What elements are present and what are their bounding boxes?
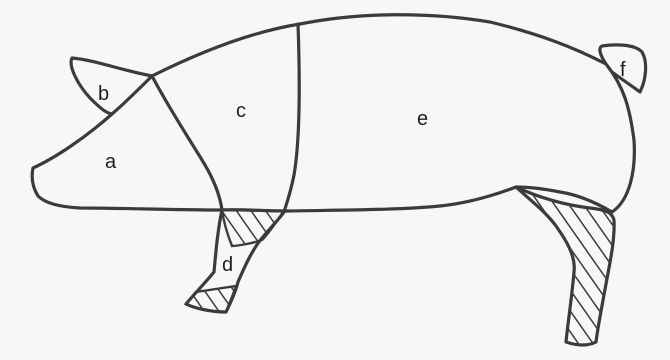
label-f: f: [620, 59, 626, 81]
hind-leg-outline: [516, 187, 614, 345]
label-a: a: [105, 151, 117, 173]
label-c: c: [236, 100, 246, 122]
label-d: d: [222, 254, 233, 276]
division-a-c: [152, 76, 222, 210]
front-hoof-hatch: [186, 286, 236, 312]
front-leg-hatch-band: [222, 210, 284, 246]
label-b: b: [98, 83, 109, 105]
division-c-e: [284, 24, 299, 212]
label-e: e: [417, 108, 428, 130]
pig-body-outline: [32, 15, 634, 212]
